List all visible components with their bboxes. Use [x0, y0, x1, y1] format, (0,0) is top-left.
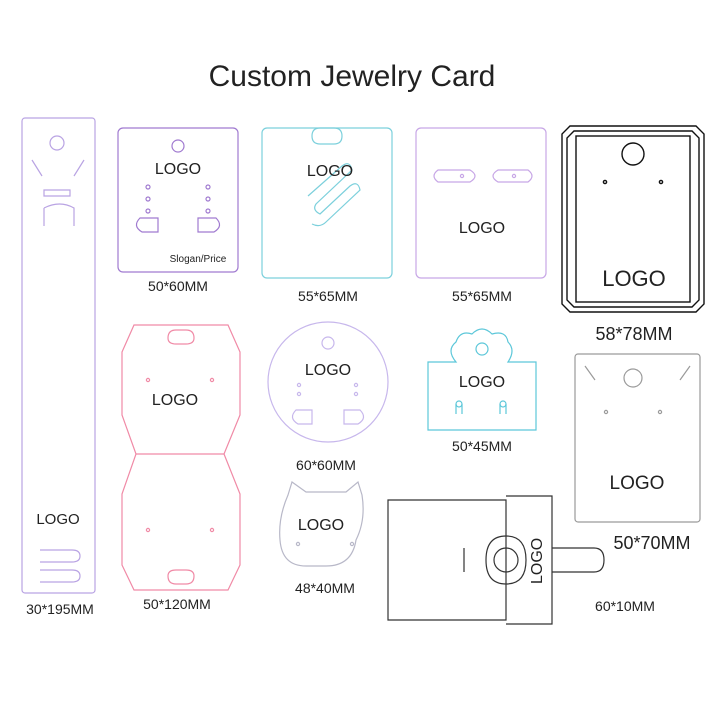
card-wave-hanger	[261, 127, 393, 279]
size-label: 50*45MM	[452, 438, 512, 454]
logo-label: LOGO	[459, 220, 505, 237]
card-earring-slogan	[117, 127, 239, 273]
size-label: 55*65MM	[298, 288, 358, 304]
card-cloud-top	[427, 328, 537, 431]
logo-label: LOGO	[459, 374, 505, 391]
size-label: 50*120MM	[143, 596, 211, 612]
card-framed	[561, 125, 705, 313]
logo-label: LOGO	[152, 392, 198, 409]
card-fold-tab	[387, 495, 605, 625]
card-hexagon-fold	[121, 324, 241, 591]
size-label: 50*60MM	[148, 278, 208, 294]
card-long-strip	[21, 117, 96, 594]
card-plain-earring	[574, 353, 701, 523]
card-cat-head	[279, 480, 364, 567]
size-label: 55*65MM	[452, 288, 512, 304]
card-slot-hanger	[415, 127, 547, 279]
logo-label: LOGO	[307, 163, 353, 180]
logo-label: LOGO	[602, 266, 666, 291]
logo-label: LOGO	[155, 161, 201, 178]
size-label: 60*60MM	[296, 457, 356, 473]
logo-label: LOGO	[36, 511, 79, 528]
logo-label: LOGO	[298, 517, 344, 534]
size-label: 30*195MM	[26, 601, 94, 617]
logo-label: LOGO	[610, 473, 665, 494]
logo-label: LOGO	[529, 538, 546, 584]
size-label: 50*70MM	[613, 533, 690, 553]
page-title: Custom Jewelry Card	[209, 60, 496, 93]
logo-label: LOGO	[305, 362, 351, 379]
size-label: 48*40MM	[295, 580, 355, 596]
size-label: 60*10MM	[595, 598, 655, 614]
size-label: 58*78MM	[595, 324, 672, 344]
slogan-label: Slogan/Price	[170, 254, 227, 265]
card-round	[267, 321, 389, 443]
